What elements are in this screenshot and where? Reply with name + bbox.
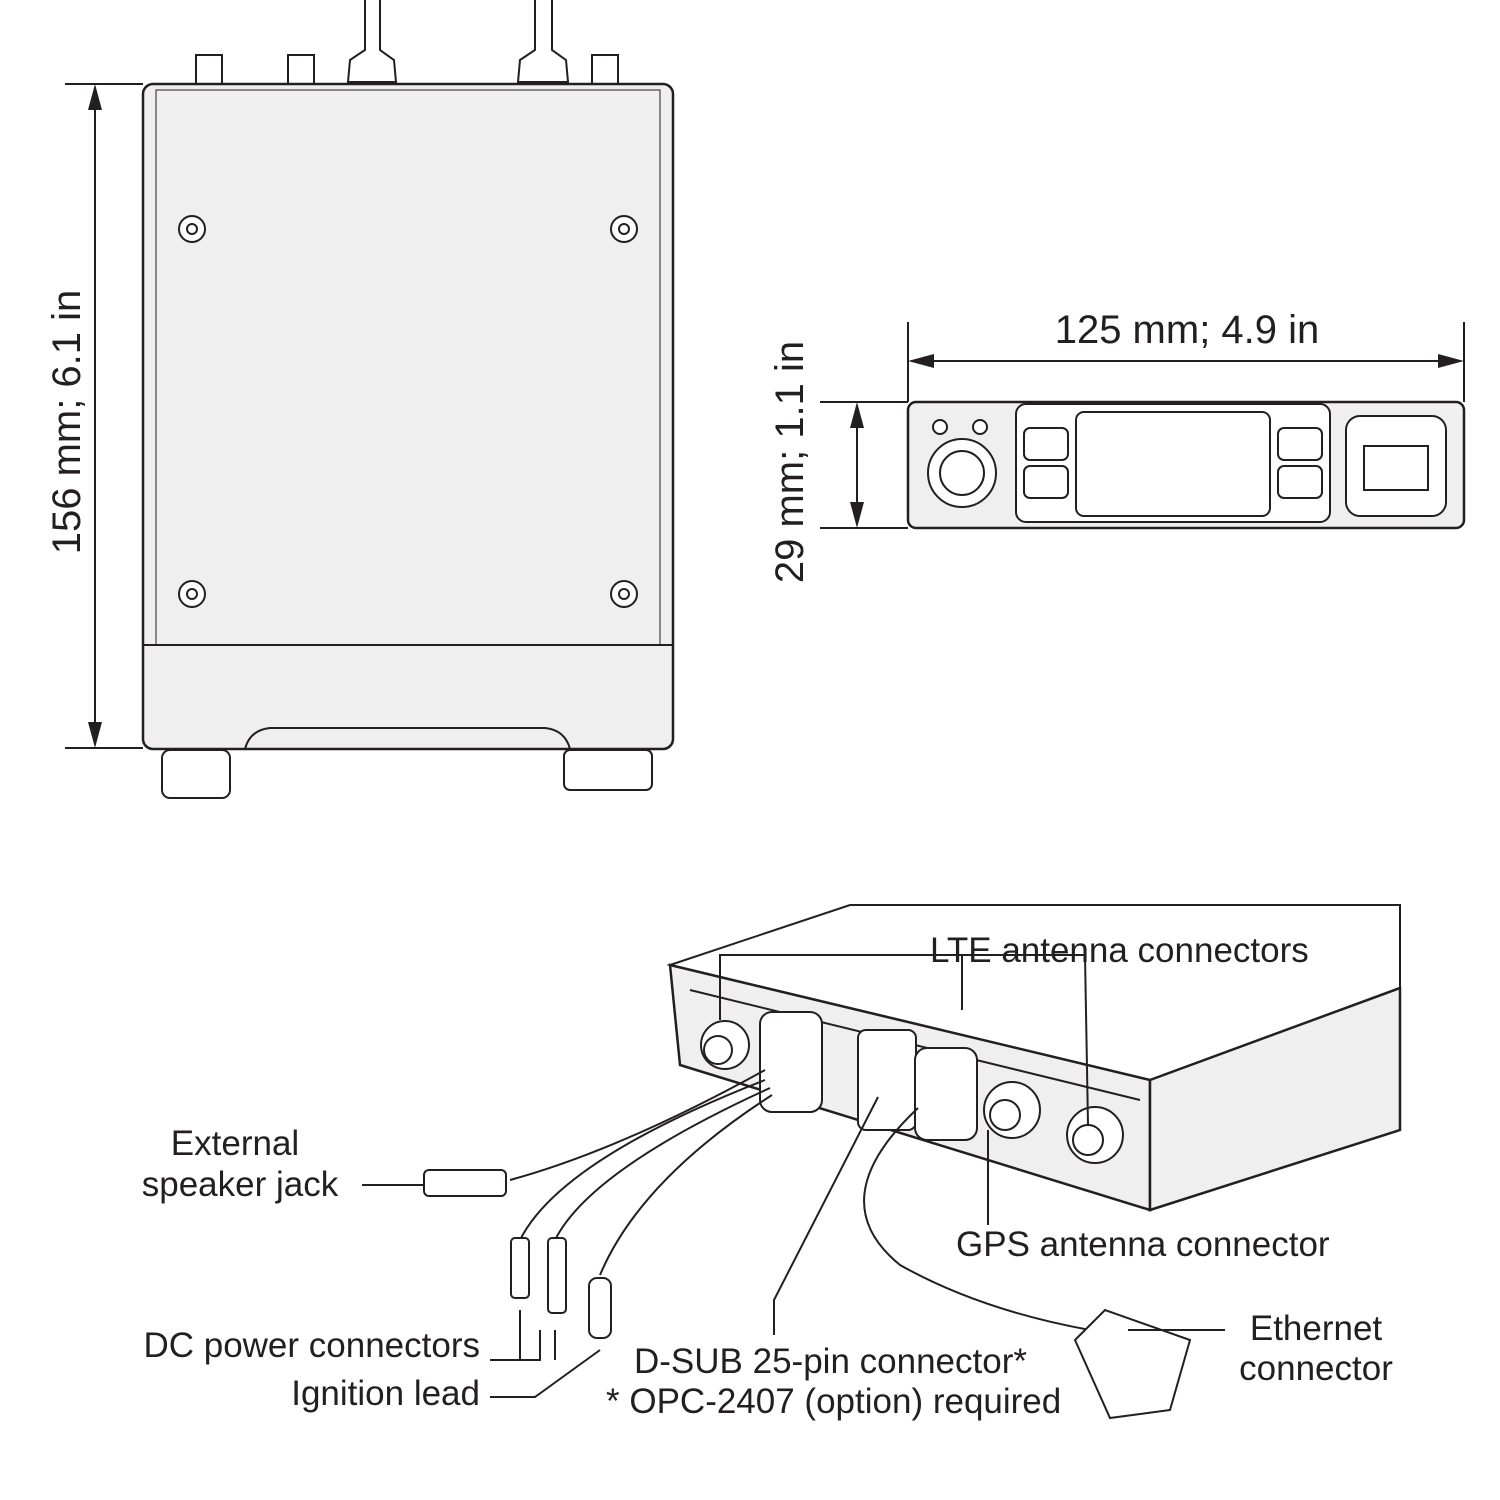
ethernet-connector-icon	[1073, 1308, 1192, 1420]
top-view-radio	[141, 0, 675, 799]
screw-icon	[610, 215, 638, 243]
knob-icon	[161, 749, 231, 799]
front-view-dimensions	[820, 322, 1465, 529]
lte-connector-icon	[1066, 1106, 1124, 1164]
external-speaker-label-line1: External	[171, 1124, 299, 1163]
ethernet-label-line1: Ethernet	[1250, 1309, 1383, 1348]
external-speaker-label-line2: speaker jack	[142, 1165, 339, 1204]
dsub-note: * OPC-2407 (option) required	[606, 1382, 1061, 1421]
screw-icon	[610, 580, 638, 608]
gps-antenna-label: GPS antenna connector	[956, 1225, 1330, 1264]
ignition-lead-label: Ignition lead	[291, 1374, 480, 1413]
screw-icon	[178, 215, 206, 243]
top-view-height-label: 156 mm; 6.1 in	[45, 290, 89, 555]
gps-connector-icon	[983, 1081, 1041, 1139]
top-view-height-dimension	[65, 83, 143, 749]
front-view-height-label: 29 mm; 1.1 in	[768, 341, 812, 583]
callout-lines	[362, 954, 1225, 1398]
front-view-width-label: 125 mm; 4.9 in	[1055, 308, 1320, 352]
front-view-radio	[906, 400, 1466, 530]
ethernet-label-line2: connector	[1239, 1349, 1393, 1388]
lte-antenna-label: LTE antenna connectors	[930, 931, 1309, 970]
rear-view-radio	[423, 904, 1402, 1420]
dc-power-label: DC power connectors	[143, 1326, 480, 1365]
screw-icon	[178, 580, 206, 608]
dsub-label: D-SUB 25-pin connector*	[634, 1342, 1027, 1381]
dsub-port-icon	[857, 1029, 917, 1131]
lte-connector-icon	[700, 1020, 750, 1070]
speaker-jack-icon	[423, 1169, 507, 1197]
